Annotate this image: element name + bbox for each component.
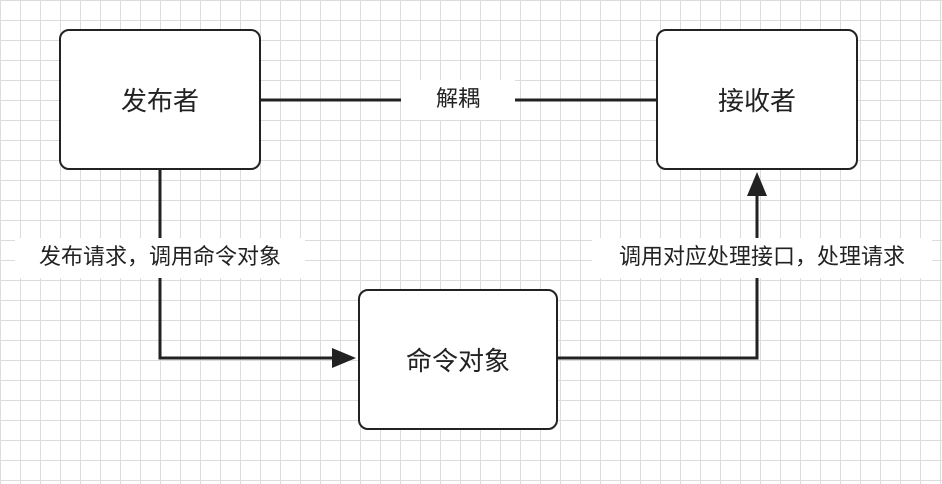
publisher-node[interactable]: 发布者	[59, 29, 261, 170]
publish-request-label: 发布请求，调用命令对象	[15, 238, 305, 278]
publish-request-arrow	[158, 170, 332, 360]
command-object-node[interactable]: 命令对象	[358, 289, 558, 430]
receiver-node[interactable]: 接收者	[656, 29, 858, 170]
publisher-label: 发布者	[120, 87, 199, 117]
command-object-label: 命令对象	[405, 347, 510, 377]
decouple-label: 解耦	[401, 80, 515, 120]
invoke-handler-label: 调用对应处理接口，处理请求	[592, 238, 932, 278]
invoke-handler-arrowhead	[747, 172, 767, 196]
publish-request-arrowhead	[332, 348, 356, 368]
receiver-label: 接收者	[717, 87, 796, 117]
